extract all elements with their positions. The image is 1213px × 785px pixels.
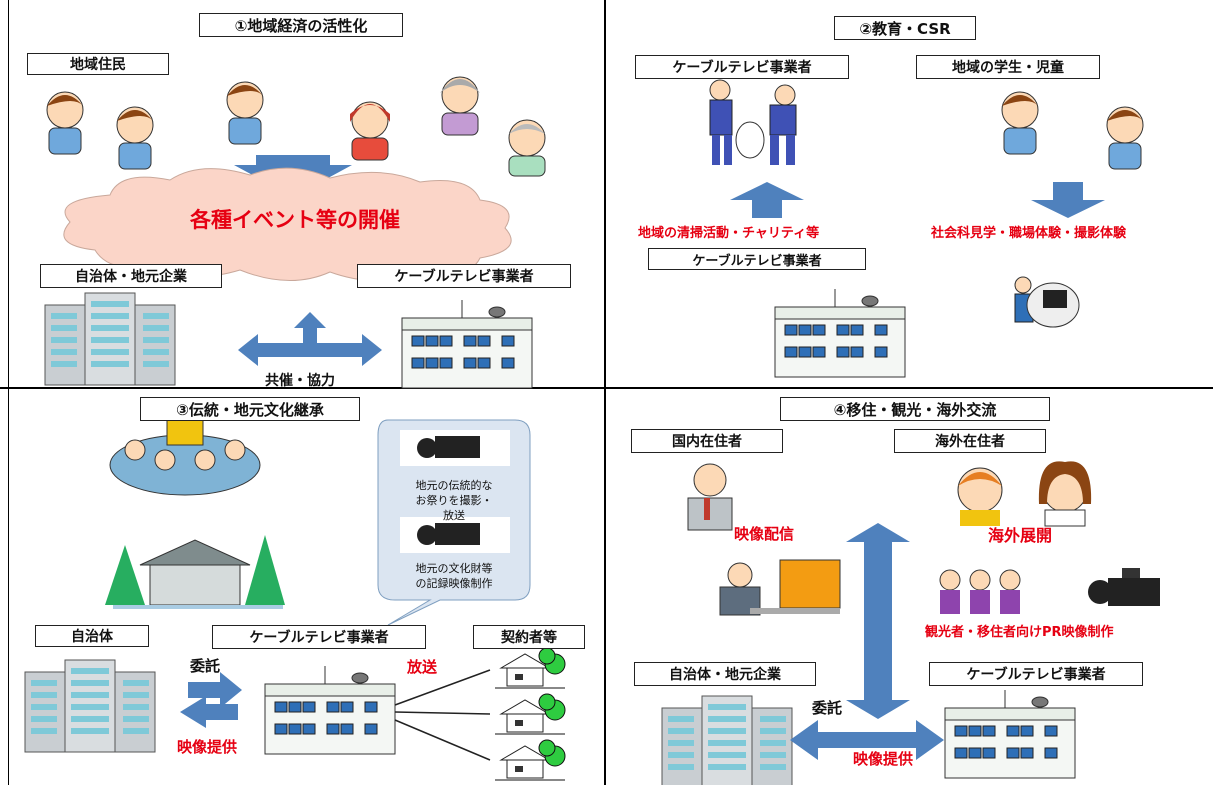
event-label: 各種イベント等の開催 [190,208,400,232]
bubble-line-1: 地元の伝統的な [415,479,493,492]
q4-consign-label: 委託 [812,699,843,717]
domestic-label: 国内在住者 [631,429,783,453]
q3-video-provide-label: 映像提供 [177,738,238,756]
q2-title: ②教育・CSR [834,16,976,40]
bidirectional-arrow [238,312,382,366]
q4-video-provide-label: 映像提供 [853,750,914,768]
subscribers-label: 契約者等 [473,625,585,649]
resident-figures [46,76,546,177]
cosponsor-label: 共催・協力 [265,373,335,389]
students-label: 地域の学生・児童 [916,55,1100,79]
vertical-double-arrow [846,523,910,719]
left-arrow-q3 [180,696,238,728]
q2-catv-label-2: ケーブルテレビ事業者 [648,248,866,270]
divider-vertical-top [604,0,606,388]
q4-title: ④移住・観光・海外交流 [780,397,1050,421]
q3-catv-label: ケーブルテレビ事業者 [212,625,426,649]
bubble-line-2: お祭りを撮影・ [415,494,493,507]
residents-label: 地域住民 [27,53,169,75]
q3-consign-label: 委託 [190,657,221,675]
video-dist-label: 映像配信 [734,525,795,543]
bubble-line-5: の記録映像制作 [415,577,493,590]
q3-title: ③伝統・地元文化継承 [140,397,360,421]
bubble-text-record: 地元の文化財等 の記録映像制作 [383,561,525,591]
q3-gov-label: 自治体 [35,625,149,647]
overseas-label: 海外在住者 [894,429,1046,453]
q4-gov-label: 自治体・地元企業 [634,662,816,686]
divider-left-edge [8,0,9,785]
q1-title: ①地域経済の活性化 [199,13,403,37]
q1-catv-label: ケーブルテレビ事業者 [357,264,571,288]
horizontal-double-arrow [790,720,944,760]
q2-catv-label: ケーブルテレビ事業者 [635,55,849,79]
divider-horizontal [0,387,1213,389]
bubble-line-4: 地元の文化財等 [415,562,493,575]
social-study-label: 社会科見学・職場体験・撮影体験 [931,226,1127,241]
up-arrow-q2 [730,182,804,218]
overseas-dev-label: 海外展開 [988,526,1053,545]
q1-gov-label: 自治体・地元企業 [40,264,222,288]
bubble-text-broadcast: 地元の伝統的な お祭りを撮影・ 放送 [383,478,525,523]
pr-label: 観光者・移住者向けPR映像制作 [925,625,1114,640]
right-arrow-q3 [188,672,242,708]
down-arrow-q2 [1031,182,1105,218]
divider-vertical-bottom [604,388,606,785]
cleanup-label: 地域の清掃活動・チャリティ等 [638,226,820,241]
q4-catv-label: ケーブルテレビ事業者 [929,662,1143,686]
bubble-line-3: 放送 [443,509,465,522]
broadcast-label: 放送 [407,658,438,676]
